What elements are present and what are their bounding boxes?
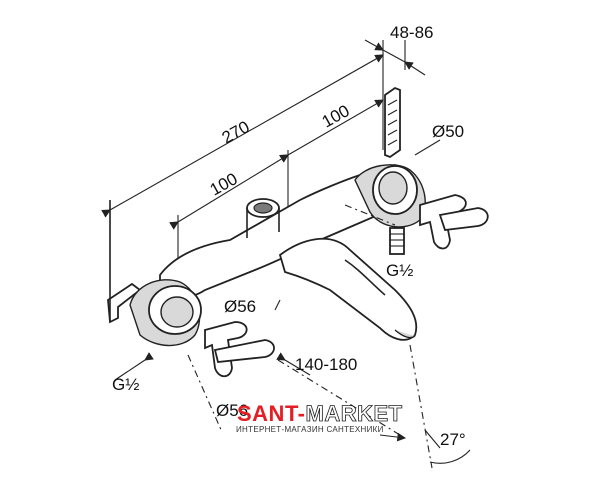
dim-g-half-left: G½ (112, 375, 139, 394)
dim-diameter-56: Ø56 (224, 297, 256, 316)
dim-g-half-right: G½ (386, 261, 413, 280)
dim-48-86: 48-86 (390, 23, 433, 42)
watermark-subtitle: ИНТЕРНЕТ-МАГАЗИН САНТЕХНИКИ (236, 425, 384, 434)
watermark-brand: SANT-MARKET (237, 401, 403, 427)
dim-140-180: 140-180 (295, 355, 357, 374)
dim-angle-27: 27° (440, 430, 466, 449)
dim-270: 270 (219, 117, 253, 147)
watermark-brand-b: MARKET (305, 401, 403, 427)
dim-diameter-50: Ø50 (432, 122, 464, 141)
dimension-lines (101, 39, 426, 230)
dim-100-left: 100 (207, 169, 241, 199)
dim-100-right: 100 (319, 101, 353, 131)
mounting-rail (384, 86, 401, 159)
dim-diameter-56-bottom: Ø56 (216, 401, 248, 420)
centerlines (187, 204, 433, 469)
leader-lines (114, 139, 471, 464)
watermark-brand-a: SANT- (237, 401, 306, 426)
faucet-body (129, 163, 489, 378)
